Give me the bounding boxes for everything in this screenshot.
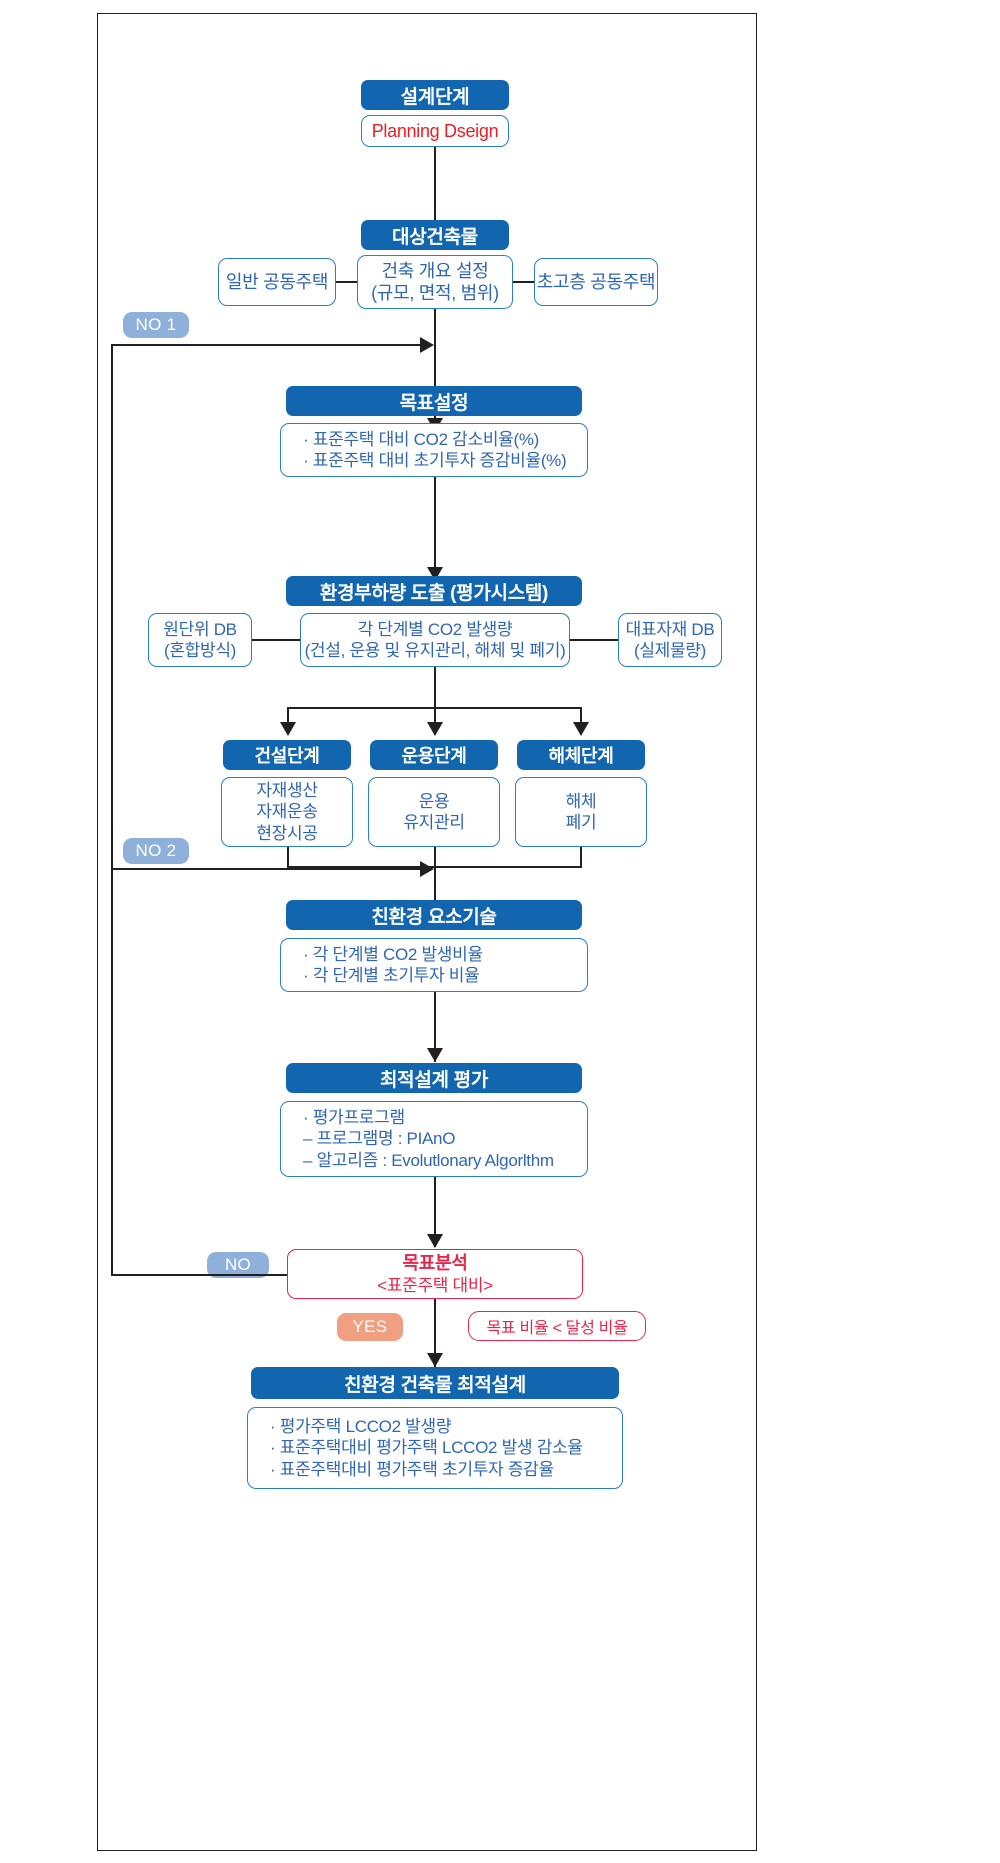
goal-setting-item-1: · 표준주택 대비 초기투자 증감비율(%) xyxy=(303,451,567,470)
label-yes: YES xyxy=(337,1313,403,1341)
optimal-eval-item-2: – 알고리즘 : Evolutlonary Algorlthm xyxy=(303,1150,554,1170)
node-highrise-apartment: 초고층 공동주택 xyxy=(534,258,658,306)
goal-setting-item-0: · 표준주택 대비 CO2 감소비율(%) xyxy=(303,429,540,449)
node-optimal-eval-header: 최적설계 평가 xyxy=(286,1063,582,1093)
goal-analysis-line2: <표준주택 대비> xyxy=(377,1275,493,1295)
node-target-building-body: 건축 개요 설정 (규모, 면적, 범위) xyxy=(357,255,513,309)
connector-eval-to-analysis xyxy=(434,1177,436,1247)
final-item-0: · 평가주택 LCCO2 발생량 xyxy=(270,1417,452,1437)
feedback-no2-horizontal xyxy=(111,868,427,870)
node-stage-construction-header: 건설단계 xyxy=(223,740,351,770)
final-item-1: · 표준주택대비 평가주택 LCCO2 발생 감소율 xyxy=(270,1438,583,1458)
node-eco-tech-header: 친환경 요소기술 xyxy=(286,900,582,930)
node-stage-operation-body: 운용 유지관리 xyxy=(368,777,500,847)
demolition-item-0: 해체 xyxy=(565,791,597,811)
construction-item-2: 현장시공 xyxy=(256,823,318,843)
demolition-item-1: 폐기 xyxy=(565,813,597,832)
final-item-2: · 표준주택대비 평가주택 초기투자 증감율 xyxy=(270,1459,554,1479)
node-final-header: 친환경 건축물 최적설계 xyxy=(251,1367,619,1399)
eco-tech-item-1: · 각 단계별 초기투자 비율 xyxy=(303,966,480,985)
connector-goal-to-envload xyxy=(434,477,436,581)
operation-item-1: 유지관리 xyxy=(403,813,465,832)
connector-planning-to-target xyxy=(434,147,436,220)
arrow-to-stage-demolition xyxy=(573,722,589,736)
arrow-to-stage-construction xyxy=(280,722,296,736)
connector-stage-right-drop xyxy=(580,707,582,727)
node-goal-analysis: 목표분석 <표준주택 대비> xyxy=(287,1249,583,1299)
node-final-body: · 평가주택 LCCO2 발생량 · 표준주택대비 평가주택 LCCO2 발생 … xyxy=(247,1407,623,1489)
arrow-no2-into-main xyxy=(420,861,434,877)
node-env-load-header: 환경부하량 도출 (평가시스템) xyxy=(286,576,582,606)
arrow-to-final-design xyxy=(427,1353,443,1367)
construction-item-1: 자재운송 xyxy=(256,802,318,822)
node-goal-setting-header: 목표설정 xyxy=(286,386,582,416)
merge-operation-down xyxy=(434,847,436,868)
connector-left-apartment xyxy=(336,281,357,283)
arrow-no1-into-main xyxy=(420,337,434,353)
connector-ecotech-to-eval xyxy=(434,992,436,1062)
node-goal-setting-body: · 표준주택 대비 CO2 감소비율(%) · 표준주택 대비 초기투자 증감비… xyxy=(280,423,588,477)
node-stage-construction-body: 자재생산 자재운송 현장시공 xyxy=(221,777,353,847)
node-planning-body: Planning Dseign xyxy=(361,115,509,147)
label-no-1: NO 1 xyxy=(123,312,189,338)
unit-db-line1: 원단위 DB xyxy=(163,619,237,639)
env-load-line1: 각 단계별 CO2 발생량 xyxy=(357,619,513,639)
node-stage-operation-header: 운용단계 xyxy=(370,740,498,770)
merge-to-ecotech xyxy=(434,866,436,914)
arrow-to-stage-operation xyxy=(427,722,443,736)
label-no-2: NO 2 xyxy=(123,838,189,864)
node-target-building-header: 대상건축물 xyxy=(361,220,509,250)
node-eco-tech-body: · 각 단계별 CO2 발생비율 · 각 단계별 초기투자 비율 xyxy=(280,938,588,992)
arrow-to-optimal-eval xyxy=(427,1048,443,1062)
branch-no-horizontal xyxy=(111,1274,287,1276)
target-building-line2: (규모, 면적, 범위) xyxy=(371,283,499,303)
node-stage-demolition-header: 해체단계 xyxy=(517,740,645,770)
eco-tech-item-0: · 각 단계별 CO2 발생비율 xyxy=(303,944,483,964)
material-db-line1: 대표자재 DB xyxy=(625,619,715,639)
connector-stage-left-drop xyxy=(287,707,289,727)
label-condition: 목표 비율 < 달성 비율 xyxy=(468,1311,646,1341)
node-general-apartment: 일반 공동주택 xyxy=(218,258,336,306)
connector-envload-down xyxy=(434,667,436,707)
merge-demolition-down xyxy=(580,847,582,868)
env-load-line2: (건설, 운용 및 유지관리, 해체 및 폐기) xyxy=(304,641,566,660)
node-env-load-body: 각 단계별 CO2 발생량 (건설, 운용 및 유지관리, 해체 및 폐기) xyxy=(300,613,570,667)
arrow-to-goal-analysis xyxy=(427,1234,443,1248)
node-material-db: 대표자재 DB (실제물량) xyxy=(618,613,722,667)
node-unit-db: 원단위 DB (혼합방식) xyxy=(148,613,252,667)
diagram-frame xyxy=(97,13,757,1851)
node-planning-header: 설계단계 xyxy=(361,80,509,110)
connector-right-apartment xyxy=(513,281,534,283)
unit-db-line2: (혼합방식) xyxy=(163,641,237,660)
goal-analysis-line1: 목표분석 xyxy=(402,1253,468,1274)
connector-material-db xyxy=(570,639,618,641)
connector-stage-mid-drop xyxy=(434,707,436,727)
target-building-line1: 건축 개요 설정 xyxy=(381,260,489,281)
node-optimal-eval-body: · 평가프로그램 – 프로그램명 : PIAnO – 알고리즘 : Evolut… xyxy=(280,1101,588,1177)
connector-unit-db xyxy=(252,639,300,641)
feedback-no1-horizontal xyxy=(111,344,427,346)
label-no: NO xyxy=(207,1252,269,1278)
optimal-eval-item-0: · 평가프로그램 xyxy=(303,1108,405,1128)
branch-no-trunk xyxy=(111,344,113,1276)
material-db-line2: (실제물량) xyxy=(633,641,707,660)
construction-item-0: 자재생산 xyxy=(256,781,318,801)
node-stage-demolition-body: 해체 폐기 xyxy=(515,777,647,847)
operation-item-0: 운용 xyxy=(418,791,450,811)
connector-analysis-to-final xyxy=(434,1299,436,1367)
connector-target-to-goal xyxy=(434,309,436,421)
optimal-eval-item-1: – 프로그램명 : PIAnO xyxy=(303,1129,456,1149)
merge-construction-down xyxy=(287,847,289,868)
